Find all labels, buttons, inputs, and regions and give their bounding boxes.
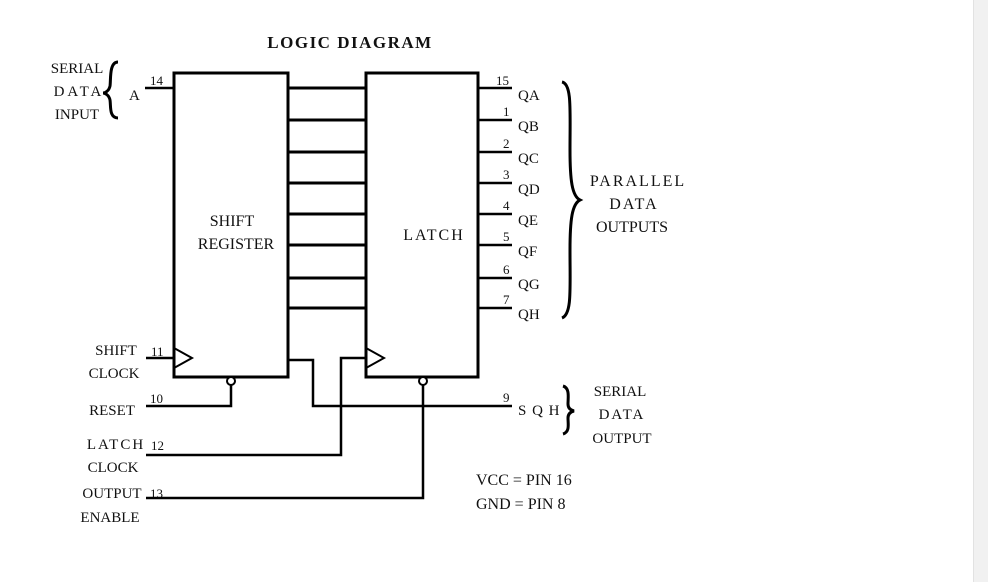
gnd-note: GND = PIN 8 bbox=[476, 496, 565, 513]
output-pin-number: 3 bbox=[503, 167, 510, 182]
reset-inverter-bubble bbox=[226, 376, 236, 386]
output-pin-number: 15 bbox=[496, 73, 509, 88]
shift-clock-pin: 11 bbox=[151, 344, 164, 359]
output-pin-name: QG bbox=[518, 277, 540, 293]
serial-output-label-line2: DATA bbox=[599, 407, 646, 423]
serial-input-label-line1: SERIAL bbox=[51, 61, 104, 77]
shift-clock-label-line1: SHIFT bbox=[95, 343, 137, 359]
output-pin-number: 7 bbox=[503, 292, 510, 307]
output-pin-number: 6 bbox=[503, 262, 510, 277]
output-pin-qc: 2 QC bbox=[478, 136, 539, 167]
latch-clock-wire bbox=[146, 356, 366, 457]
output-pin-qd: 3 QD bbox=[478, 167, 540, 198]
serial-input-label-line2: DATA bbox=[54, 84, 105, 100]
output-pin-qg: 6 QG bbox=[478, 262, 540, 293]
serial-output-brace bbox=[562, 384, 575, 436]
parallel-outputs-label-line3: OUTPUTS bbox=[596, 219, 668, 236]
latch-block bbox=[364, 71, 480, 379]
vcc-note: VCC = PIN 16 bbox=[476, 472, 572, 489]
serial-output-wire bbox=[288, 358, 512, 408]
diagram-title: LOGIC DIAGRAM bbox=[267, 33, 432, 52]
output-pin-name: QF bbox=[518, 244, 537, 260]
output-pin-qe: 4 QE bbox=[478, 198, 538, 229]
parallel-outputs-label-line1: PARALLEL bbox=[590, 173, 686, 190]
output-pin-name: QH bbox=[518, 307, 540, 323]
pin-a-number: 14 bbox=[150, 73, 164, 88]
right-edge-strip bbox=[973, 0, 988, 582]
output-pins: 15 QA 1 QB 2 QC 3 QD 4 QE 5 QF bbox=[478, 73, 540, 323]
output-pin-number: 2 bbox=[503, 136, 510, 151]
reset-label: RESET bbox=[89, 403, 135, 419]
output-pin-qa: 15 QA bbox=[478, 73, 540, 104]
output-enable-inverter-bubble bbox=[418, 376, 428, 386]
output-pin-number: 1 bbox=[503, 104, 510, 119]
parallel-outputs-brace bbox=[561, 80, 584, 320]
latch-clock-pin: 12 bbox=[151, 438, 164, 453]
output-enable-label-line1: OUTPUT bbox=[82, 486, 141, 502]
shift-clock-triangle bbox=[173, 347, 195, 369]
serial-input-brace bbox=[102, 60, 119, 120]
serial-output-label-line1: SERIAL bbox=[594, 384, 647, 400]
shift-clock-label-line2: CLOCK bbox=[89, 366, 140, 382]
shift-register-label-line2: REGISTER bbox=[198, 236, 275, 253]
serial-output-label-line3: OUTPUT bbox=[592, 431, 651, 447]
output-pin-name: QC bbox=[518, 151, 539, 167]
latch-label: LATCH bbox=[403, 227, 465, 244]
output-pin-qh: 7 QH bbox=[478, 292, 540, 323]
pin-a-label: A bbox=[129, 88, 140, 104]
latch-clock-triangle bbox=[365, 347, 387, 369]
output-pin-name: QA bbox=[518, 88, 540, 104]
output-enable-label-line2: ENABLE bbox=[80, 510, 139, 526]
internal-parallel-lines bbox=[288, 86, 366, 310]
parallel-outputs-label-line2: DATA bbox=[609, 196, 658, 213]
shift-register-label-line1: SHIFT bbox=[210, 213, 255, 230]
output-pin-number: 5 bbox=[503, 229, 510, 244]
reset-wire bbox=[146, 385, 233, 408]
serial-output-pin: 9 bbox=[503, 390, 510, 405]
serial-input-label-line3: INPUT bbox=[55, 107, 99, 123]
output-enable-wire bbox=[146, 385, 425, 500]
output-pin-name: QE bbox=[518, 213, 538, 229]
output-pin-number: 4 bbox=[503, 198, 510, 213]
reset-pin: 10 bbox=[150, 391, 163, 406]
output-pin-qb: 1 QB bbox=[478, 104, 539, 135]
serial-output-name: S Q H bbox=[518, 403, 561, 419]
latch-clock-label-line1: LATCH bbox=[87, 437, 145, 453]
latch-clock-label-line2: CLOCK bbox=[88, 460, 139, 476]
output-pin-name: QB bbox=[518, 119, 539, 135]
output-pin-name: QD bbox=[518, 182, 540, 198]
output-pin-qf: 5 QF bbox=[478, 229, 537, 260]
